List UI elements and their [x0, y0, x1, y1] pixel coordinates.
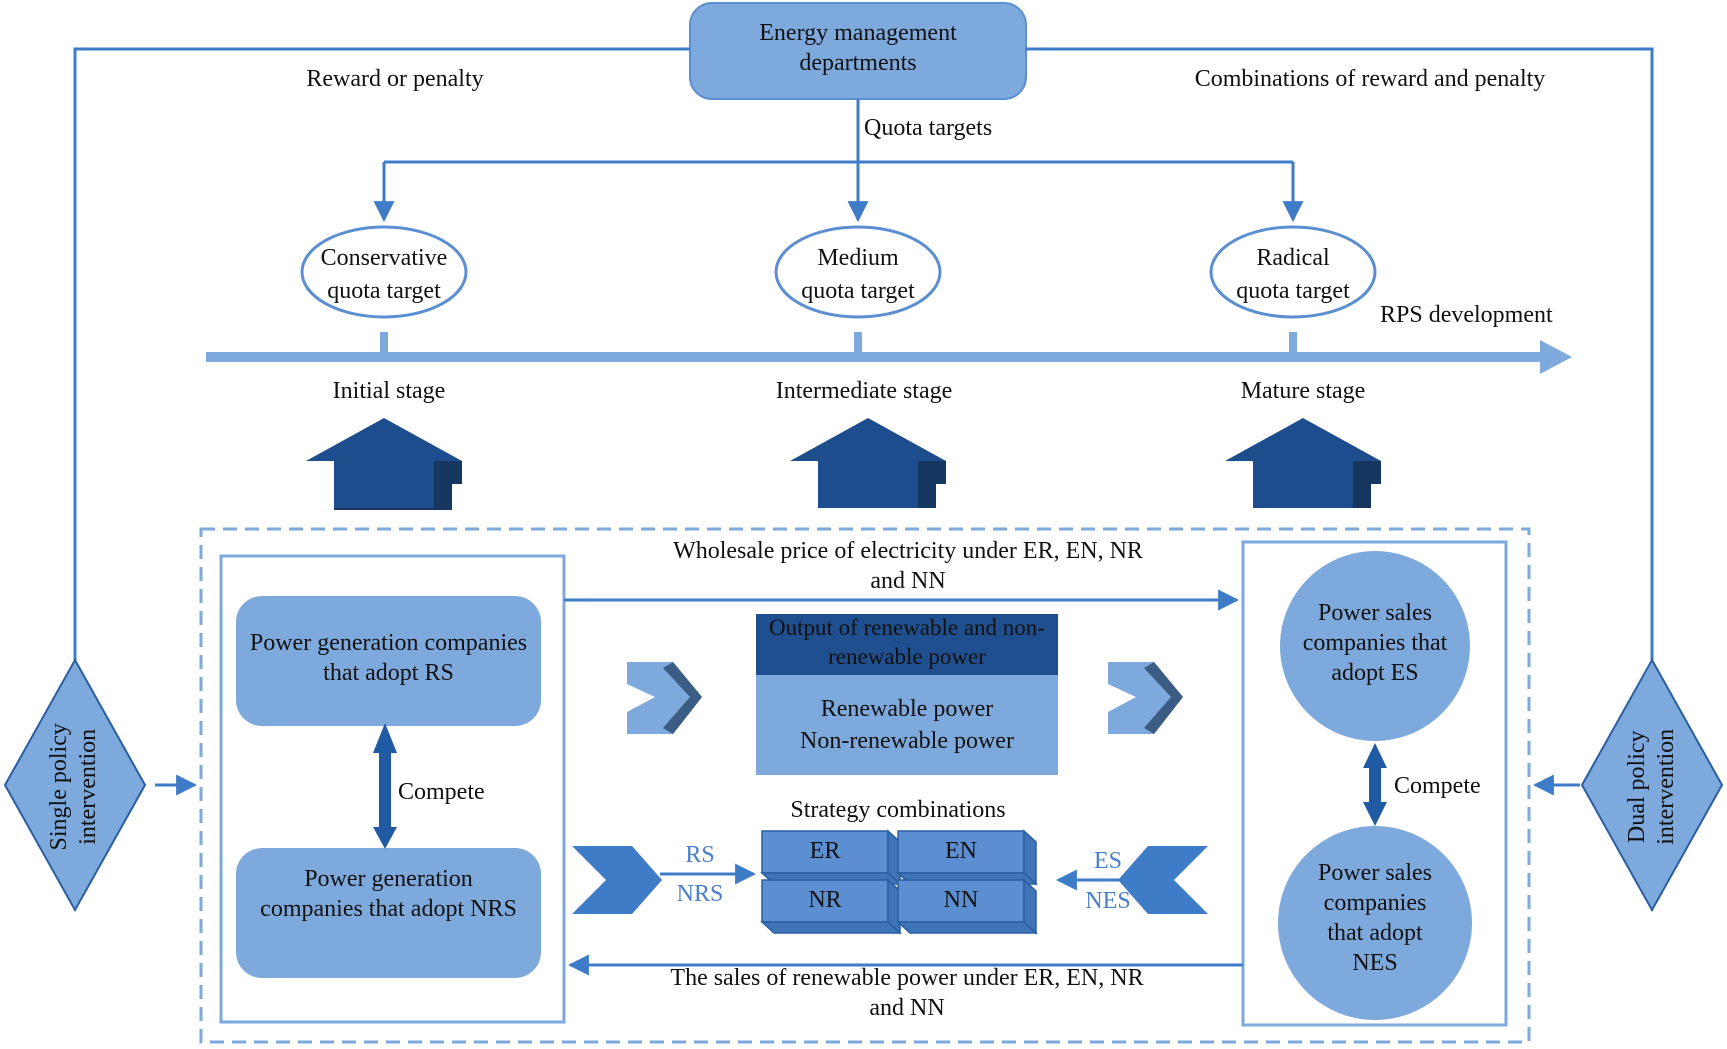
market-container: [199, 527, 1531, 1044]
combinations-label: Combinations of reward and penalty: [1194, 66, 1546, 92]
department-label: Energy management departments: [759, 20, 957, 76]
output-renewable-label: Renewable power: [820, 696, 994, 722]
output-box-header-label: Output of renewable and non-renewable po…: [769, 615, 1045, 669]
dual-policy-line2: intervention: [1653, 728, 1679, 845]
strategy-title: Strategy combinations: [790, 797, 1006, 823]
generation-compete-arrow: [373, 723, 397, 849]
output-box-header: [756, 614, 1058, 675]
target-ellipse-medium: [774, 225, 942, 319]
sales-nes-label: Power sales companies that adopt NES: [1318, 860, 1432, 976]
rps-timeline: [206, 332, 1572, 374]
strategy-cells: [760, 829, 1038, 935]
single-policy-line2: intervention: [75, 728, 101, 845]
target-ellipse-radical: [1209, 225, 1377, 319]
generation-rs-box: [236, 596, 541, 726]
sales-es-label: Power sales companies that adopt ES: [1302, 600, 1448, 686]
strategy-nes-label: NES: [1085, 888, 1131, 914]
target-medium-line1: Medium: [817, 245, 899, 271]
rps-development-label: RPS development: [1380, 302, 1553, 328]
stage-mature-label: Mature stage: [1240, 378, 1366, 404]
reward-or-penalty-label: Reward or penalty: [306, 66, 484, 92]
single-policy-diamond: [3, 657, 147, 913]
chevron-right-right: [1108, 662, 1183, 734]
sales-compete-label: Compete: [1394, 773, 1481, 799]
generation-rs-label: Power generation companies that adopt RS: [249, 630, 528, 686]
generation-nrs-label: Power generation companies that adopt NR…: [260, 866, 517, 922]
dual-policy-line1: Dual policy: [1624, 730, 1651, 844]
quota-targets-label: Quota targets: [864, 115, 993, 141]
target-radical-line2: quota target: [1236, 278, 1350, 304]
feedback-lines: [73, 47, 1654, 660]
sales-es-circle: [1280, 551, 1470, 741]
generation-compete-label: Compete: [398, 779, 485, 805]
sales-compete-arrow: [1363, 743, 1387, 826]
stage-up-arrows: [306, 418, 1381, 510]
dual-policy-diamond: [1580, 657, 1724, 913]
target-medium-line2: quota target: [801, 278, 915, 304]
sales-nes-circle: [1278, 826, 1472, 1020]
strategy-cell-nr: NR: [808, 887, 842, 913]
chevron-right-left: [627, 662, 702, 734]
chevron-strategy-right: [1118, 846, 1208, 914]
target-ellipse-conservative: [300, 225, 468, 319]
strategy-cell-en: EN: [945, 838, 977, 864]
strategy-rs-label: RS: [685, 842, 715, 868]
sales-renewable-label: The sales of renewable power under ER, E…: [670, 965, 1144, 1021]
target-radical-line1: Radical: [1256, 245, 1330, 271]
stage-initial-label: Initial stage: [332, 378, 446, 404]
quota-target-arrows: [373, 99, 1304, 223]
strategy-cell-er: ER: [809, 838, 841, 864]
target-conservative-line2: quota target: [327, 278, 441, 304]
dual-policy-label: Dual policy intervention: [1623, 687, 1681, 887]
strategy-cell-nn: NN: [943, 887, 979, 913]
strategy-es-label: ES: [1093, 848, 1122, 874]
chevron-strategy-left: [572, 846, 662, 914]
output-box-body: [756, 675, 1058, 775]
wholesale-price-label: Wholesale price of electricity under ER,…: [673, 538, 1143, 594]
generation-nrs-box: [236, 848, 541, 978]
single-policy-line1: Single policy: [46, 723, 73, 851]
strategy-nrs-label: NRS: [676, 881, 724, 907]
stage-intermediate-label: Intermediate stage: [775, 378, 953, 404]
target-conservative-line1: Conservative: [320, 245, 448, 271]
single-policy-label: Single policy intervention: [45, 687, 103, 887]
output-nonrenewable-label: Non-renewable power: [800, 728, 1014, 754]
